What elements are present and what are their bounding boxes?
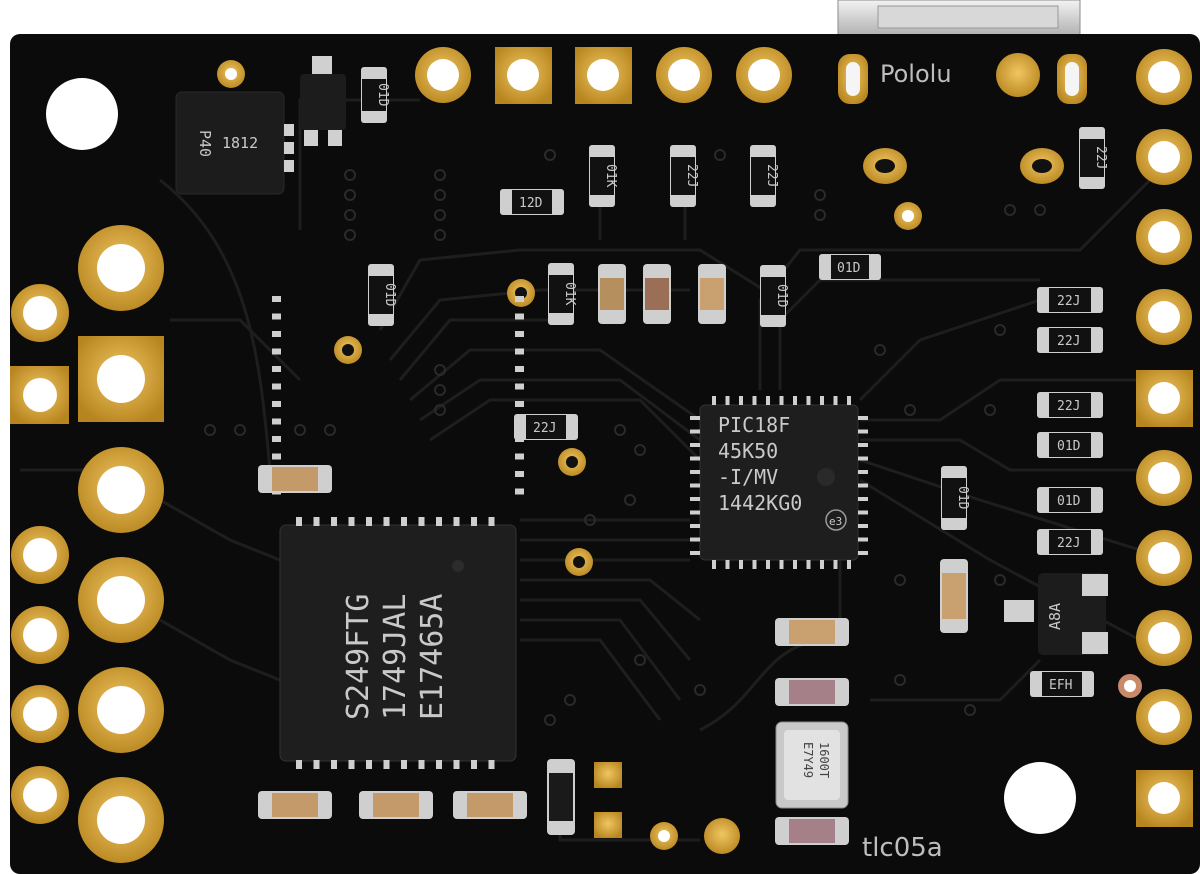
usb-mount-pads	[838, 53, 1087, 184]
brand-text: Pololu	[880, 60, 952, 88]
resistor-label: EFH	[1049, 678, 1072, 693]
sot-transistor-top	[300, 56, 346, 146]
resistor-label: 01D	[774, 284, 789, 308]
mcu-badge: e3	[829, 515, 842, 528]
resistor-label: 22J	[764, 164, 779, 187]
resistor-r-mid-c: 01D	[760, 265, 789, 327]
motor-driver-line2: 1749JAL	[378, 594, 413, 720]
resistor-label: 12D	[519, 196, 543, 211]
test-pad-1	[594, 762, 622, 788]
resistor-label: 22J	[1057, 294, 1080, 309]
capacitor-5	[258, 791, 332, 819]
capacitor-1	[598, 264, 626, 324]
mounting-hole-top-left	[46, 78, 118, 150]
resistor-label: 22J	[1057, 399, 1080, 414]
sensor-chip-line2: P40	[196, 130, 214, 157]
capacitor-12	[547, 759, 575, 835]
resistor-r-mid-b: 01K	[548, 263, 577, 325]
resistor-r-mid-e: 22J	[514, 414, 578, 440]
left-pin-header	[11, 284, 69, 824]
capacitor-3	[698, 264, 726, 324]
sot-regulator-label: A8A	[1046, 603, 1064, 630]
resistor-r-right-g: 01D	[941, 466, 970, 530]
resistor-r-right-f: 22J	[1037, 529, 1103, 555]
capacitor-11	[940, 559, 968, 633]
crystal-line1: 1600T	[817, 742, 831, 778]
motor-driver-line3: S249FTG	[341, 594, 376, 720]
gold-vias	[217, 60, 1142, 854]
capacitor-6	[359, 791, 433, 819]
resistor-label: 01K	[562, 282, 577, 306]
power-terminals	[78, 225, 164, 863]
resistor-r-top-a: 01D	[361, 67, 390, 123]
resistor-r-mid-d: 01D	[819, 254, 881, 280]
resistor-r-top-f: 22J	[1079, 127, 1108, 189]
sensor-chip: 1812 P40	[175, 91, 294, 195]
capacitor-9	[775, 678, 849, 706]
capacitor-10	[775, 817, 849, 845]
resistor-label: 01D	[955, 486, 970, 510]
crystal-oscillator: 1600T E7Y49	[775, 721, 849, 809]
resistor-r-bottom-a: EFH	[1030, 671, 1094, 697]
resistor-r-top-c: 01K	[589, 145, 618, 207]
resistor-label: 01D	[375, 83, 390, 107]
resistor-r-right-b: 22J	[1037, 327, 1103, 353]
resistor-r-right-e: 01D	[1037, 487, 1103, 513]
resistor-label: 01D	[382, 283, 397, 307]
resistor-label: 01D	[1057, 439, 1081, 454]
sot-regulator: A8A	[1004, 573, 1108, 655]
resistor-r-top-e: 22J	[750, 145, 779, 207]
mcu-line3: -I/MV	[718, 465, 778, 489]
capacitor-7	[453, 791, 527, 819]
microcontroller-chip: PIC18F 45K50 -I/MV 1442KG0 e3	[690, 396, 868, 569]
resistor-r-right-a: 22J	[1037, 287, 1103, 313]
revision-text: tlc05a	[862, 833, 943, 863]
resistor-r-right-c: 22J	[1037, 392, 1103, 418]
test-pad-2	[594, 812, 622, 838]
resistor-label: 01D	[837, 261, 861, 276]
resistor-label: 01K	[603, 164, 618, 188]
resistor-r-mid-a: 01D	[368, 264, 397, 326]
resistor-r-top-d: 22J	[670, 145, 699, 207]
resistor-r-right-d: 01D	[1037, 432, 1103, 458]
capacitor-2	[643, 264, 671, 324]
mcu-line1: PIC18F	[718, 413, 790, 437]
motor-driver-line1: E17465A	[415, 594, 450, 720]
resistor-label: 22J	[684, 164, 699, 187]
resistor-label: 22J	[1093, 146, 1108, 169]
resistor-label: 01D	[1057, 494, 1081, 509]
mcu-line2: 45K50	[718, 439, 778, 463]
resistor-label: 22J	[533, 421, 556, 436]
mcu-line4: 1442KG0	[718, 491, 802, 515]
mounting-hole-bottom-right	[1004, 762, 1076, 834]
capacitor-4	[258, 465, 332, 493]
right-pin-header	[1136, 49, 1193, 827]
top-pin-header	[415, 47, 792, 104]
sensor-chip-line1: 1812	[222, 134, 258, 152]
resistor-r-top-b: 12D	[500, 189, 564, 215]
resistor-label: 22J	[1057, 334, 1080, 349]
capacitor-8	[775, 618, 849, 646]
resistor-label: 22J	[1057, 536, 1080, 551]
crystal-line2: E7Y49	[801, 742, 815, 778]
